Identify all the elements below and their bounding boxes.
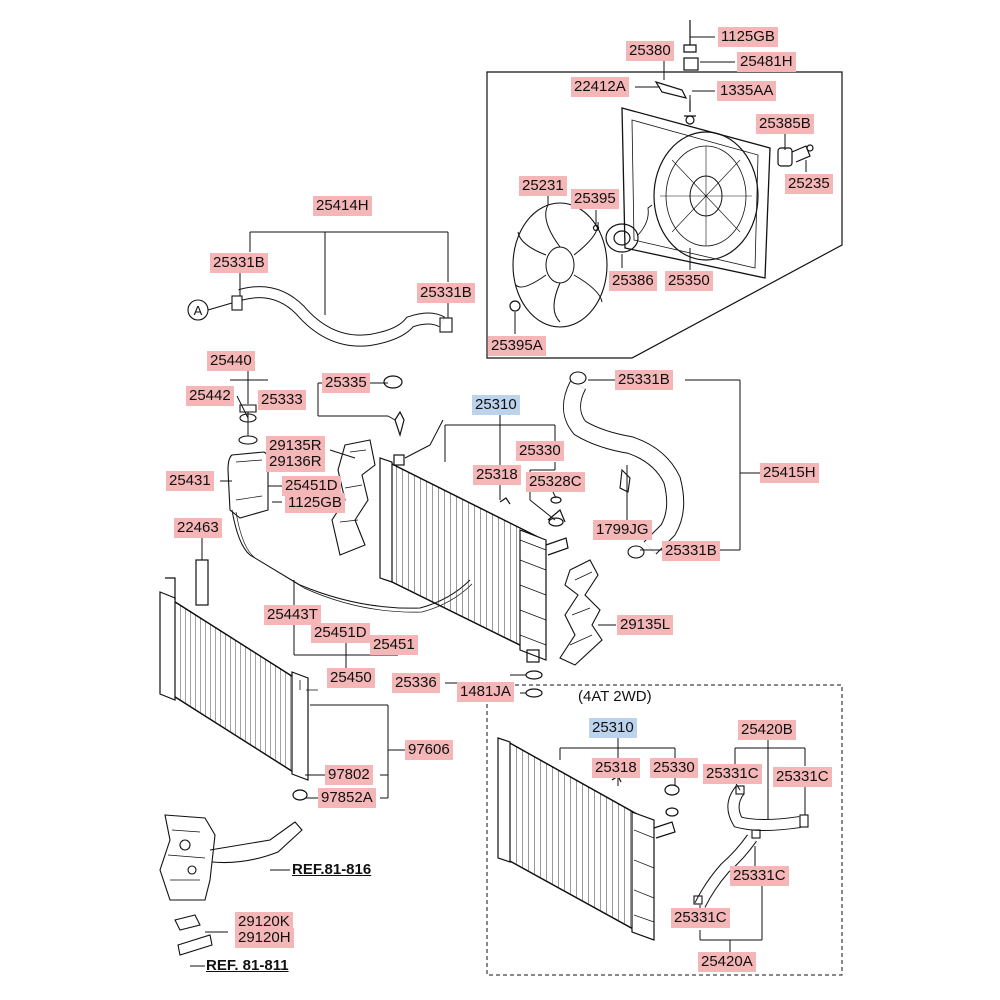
part-label-1799jg[interactable]: 1799JG — [593, 520, 652, 540]
part-label-25331c-c[interactable]: 25331C — [730, 866, 789, 886]
part-label-25333[interactable]: 25333 — [258, 390, 306, 410]
part-label-25330-main[interactable]: 25330 — [516, 441, 564, 461]
part-label-25443t[interactable]: 25443T — [264, 605, 321, 625]
part-label-25440[interactable]: 25440 — [207, 351, 255, 371]
variant-box — [486, 684, 843, 976]
part-label-25385b[interactable]: 25385B — [756, 114, 814, 134]
part-label-29136r[interactable]: 29136R — [266, 452, 325, 472]
fan-motor — [605, 204, 653, 253]
part-label-29135l[interactable]: 29135L — [617, 615, 674, 635]
part-label-25330-alt[interactable]: 25330 — [650, 758, 698, 778]
part-label-1125gb[interactable]: 1125GB — [718, 27, 778, 47]
part-label-97606[interactable]: 97606 — [405, 740, 453, 760]
radiator-main — [379, 375, 569, 698]
part-label-25451[interactable]: 25451 — [370, 635, 418, 655]
condenser — [159, 559, 318, 801]
alt-hoses — [693, 785, 809, 908]
part-label-25310-main[interactable]: 25310 — [472, 395, 520, 415]
part-label-25310-alt[interactable]: 25310 — [589, 718, 637, 738]
part-label-25350[interactable]: 25350 — [665, 271, 713, 291]
radiator-alt — [497, 737, 680, 941]
part-label-25331b-hose-right[interactable]: 25331B — [417, 283, 475, 303]
front-end-module-bracket — [159, 814, 303, 956]
part-label-29135r[interactable]: 29135R — [266, 436, 325, 456]
hose-25414h: A — [187, 286, 453, 347]
part-label-25442[interactable]: 25442 — [186, 386, 234, 406]
part-label-25415h[interactable]: 25415H — [760, 463, 819, 483]
part-label-22463[interactable]: 22463 — [174, 518, 222, 538]
svg-text:A: A — [194, 303, 203, 318]
part-label-25451d-upper[interactable]: 25451D — [282, 476, 341, 496]
part-label-97802[interactable]: 97802 — [325, 765, 373, 785]
part-label-25231[interactable]: 25231 — [519, 176, 567, 196]
part-label-22412a[interactable]: 22412A — [571, 77, 629, 97]
part-label-25331c-a[interactable]: 25331C — [703, 764, 762, 784]
resistor-part — [777, 144, 814, 167]
shroud-ring — [653, 131, 759, 261]
part-label-25431[interactable]: 25431 — [166, 471, 214, 491]
part-label-25336[interactable]: 25336 — [392, 673, 440, 693]
part-label-25335[interactable]: 25335 — [322, 373, 370, 393]
part-label-25328c[interactable]: 25328C — [526, 472, 585, 492]
part-label-25318-main[interactable]: 25318 — [473, 465, 521, 485]
part-label-1335aa[interactable]: 1335AA — [717, 81, 777, 101]
part-label-29120h[interactable]: 29120H — [235, 928, 294, 948]
part-label-97852a[interactable]: 97852A — [318, 788, 376, 808]
part-label-25420b[interactable]: 25420B — [738, 720, 796, 740]
part-label-25451d-lower[interactable]: 25451D — [311, 623, 370, 643]
fan-assembly-frame — [486, 71, 843, 359]
part-label-25386[interactable]: 25386 — [609, 271, 657, 291]
part-label-25380[interactable]: 25380 — [626, 41, 674, 61]
part-label-25318-alt[interactable]: 25318 — [592, 758, 640, 778]
hose-25415h — [563, 371, 685, 559]
part-label-25420a[interactable]: 25420A — [698, 952, 756, 972]
part-label-25331c-b[interactable]: 25331C — [773, 767, 832, 787]
part-label-25450[interactable]: 25450 — [327, 668, 375, 688]
part-label-25331b-lower[interactable]: 25331B — [662, 541, 720, 561]
part-label-25395a[interactable]: 25395A — [488, 336, 546, 356]
fan-shroud-group — [486, 20, 843, 359]
part-label-25331c-d[interactable]: 25331C — [671, 908, 730, 928]
part-label-25395[interactable]: 25395 — [571, 189, 619, 209]
part-label-25235[interactable]: 25235 — [785, 174, 833, 194]
part-label-1125gb-tank[interactable]: 1125GB — [285, 493, 345, 513]
fan-blade — [512, 202, 608, 328]
part-label-25331b-upper[interactable]: 25331B — [615, 370, 673, 390]
part-label-1481ja[interactable]: 1481JA — [457, 682, 514, 702]
part-label-25414h[interactable]: 25414H — [313, 196, 372, 216]
variant-label: (4AT 2WD) — [575, 688, 655, 705]
air-guard-left — [559, 559, 603, 666]
part-label-25481h[interactable]: 25481H — [737, 52, 796, 72]
reference-link-81-816[interactable]: REF.81-816 — [292, 861, 372, 878]
part-label-29120k[interactable]: 29120K — [235, 912, 293, 932]
part-label-25331b-hose-left[interactable]: 25331B — [210, 253, 268, 273]
reference-link-81-811[interactable]: REF. 81-811 — [206, 957, 289, 974]
